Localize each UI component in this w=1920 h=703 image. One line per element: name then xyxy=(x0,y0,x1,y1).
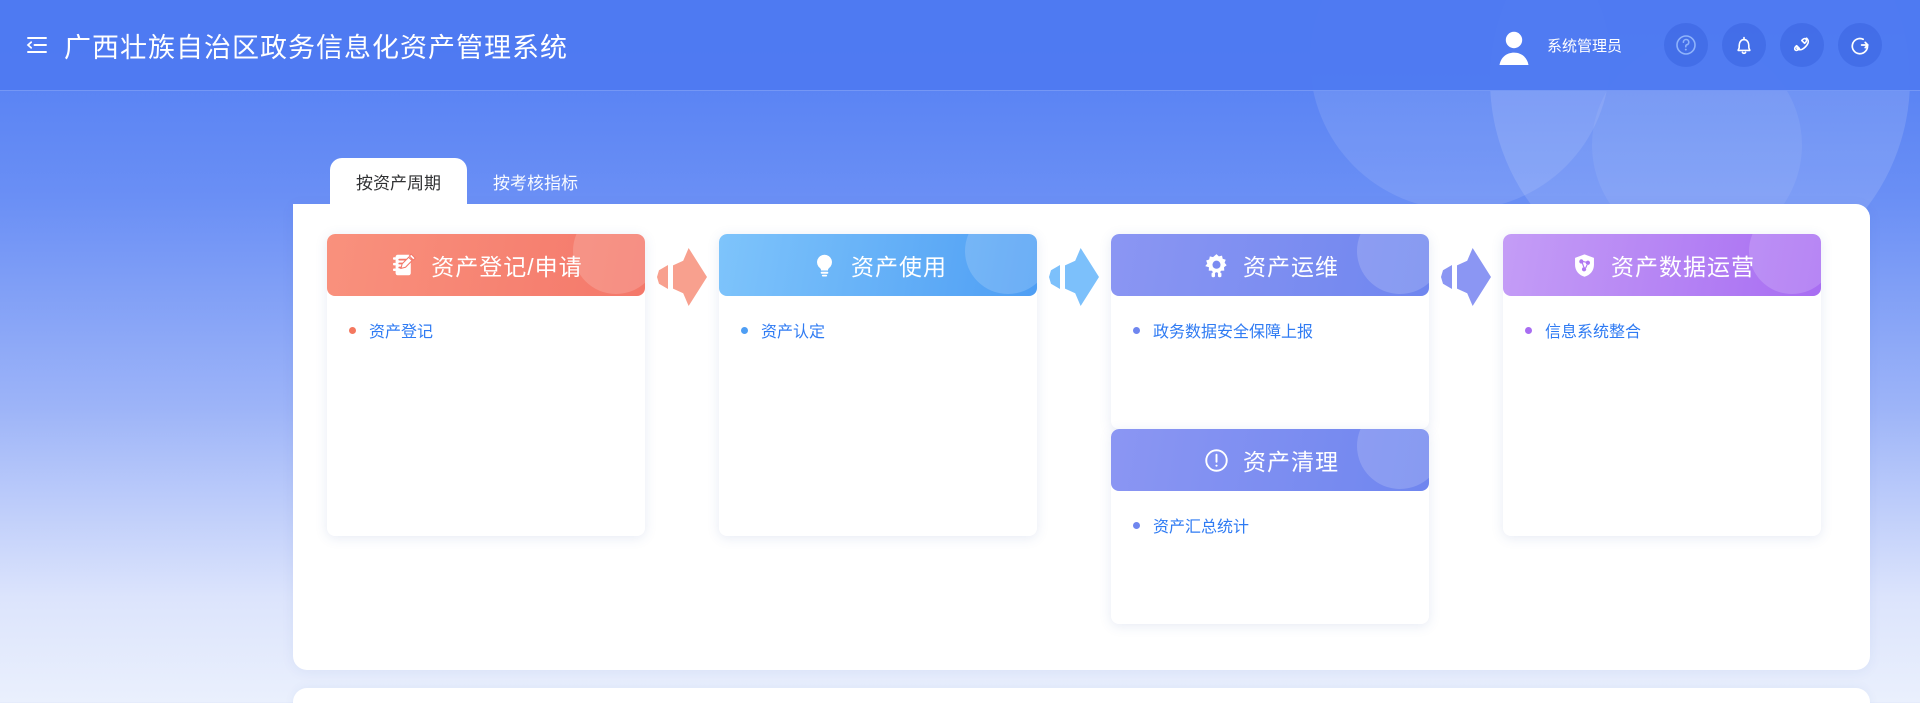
stage-column-2: 资产使用资产认定 xyxy=(719,234,1037,536)
stage-card-title: 资产登记/申请 xyxy=(431,254,583,280)
stage-card-body: 资产汇总统计 xyxy=(1111,491,1429,624)
lightbulb-icon xyxy=(809,250,839,280)
arrow-head-icon xyxy=(673,248,707,306)
flow-columns: 资产登记/申请资产登记资产使用资产认定资产运维政务数据安全保障上报资产清理资产汇… xyxy=(327,234,1836,624)
menu-link-label: 资产认定 xyxy=(761,324,826,341)
arrow-head-icon xyxy=(1457,248,1491,306)
bullet-dot-icon xyxy=(1525,326,1532,334)
stage-column-1: 资产登记/申请资产登记 xyxy=(327,234,645,536)
arrow-tail-icon xyxy=(1441,265,1452,289)
stage-card-3-1: 资产运维政务数据安全保障上报 xyxy=(1111,234,1429,429)
stage-column-4: 资产数据运营信息系统整合 xyxy=(1503,234,1821,536)
bullet-dot-icon xyxy=(1133,521,1140,529)
stage-card-4-1: 资产数据运营信息系统整合 xyxy=(1503,234,1821,536)
shield-share-icon xyxy=(1569,250,1599,280)
phone-icon[interactable] xyxy=(1780,23,1824,67)
stage-card-body: 资产登记 xyxy=(327,296,645,536)
bullet-dot-icon xyxy=(1133,326,1140,334)
header-decoration-circle xyxy=(1357,429,1429,489)
menu-link-item[interactable]: 资产认定 xyxy=(719,314,1037,346)
user-block[interactable]: 系统管理员 xyxy=(1492,23,1622,67)
flow-arrow-2 xyxy=(1037,234,1111,306)
header-decoration-circle xyxy=(573,234,645,294)
notification-icon[interactable] xyxy=(1722,23,1766,67)
menu-link-label: 政务数据安全保障上报 xyxy=(1153,324,1314,341)
menu-link-item[interactable]: 资产登记 xyxy=(327,314,645,346)
arrow-tail-icon xyxy=(1049,265,1060,289)
user-avatar-icon xyxy=(1492,23,1536,67)
header-decoration-circle xyxy=(965,234,1037,294)
stage-card-2-1: 资产使用资产认定 xyxy=(719,234,1037,536)
menu-link-item[interactable]: 资产汇总统计 xyxy=(1111,509,1429,541)
asset-lifecycle-panel: 资产登记/申请资产登记资产使用资产认定资产运维政务数据安全保障上报资产清理资产汇… xyxy=(293,204,1870,670)
stage-card-title: 资产运维 xyxy=(1243,254,1339,280)
header-decoration-circle xyxy=(1357,234,1429,294)
stage-card-header[interactable]: 资产清理 xyxy=(1111,429,1429,491)
stage-card-3-2: 资产清理资产汇总统计 xyxy=(1111,429,1429,624)
bullet-dot-icon xyxy=(349,326,356,334)
bullet-dot-icon xyxy=(741,326,748,334)
logout-icon[interactable] xyxy=(1838,23,1882,67)
arrow-head-icon xyxy=(1065,248,1099,306)
menu-link-label: 资产登记 xyxy=(369,324,434,341)
stage-card-header[interactable]: 资产数据运营 xyxy=(1503,234,1821,296)
hamburger-collapse-icon[interactable] xyxy=(20,28,54,62)
stage-card-header[interactable]: 资产登记/申请 xyxy=(327,234,645,296)
header-actions: 系统管理员 xyxy=(1492,23,1882,67)
flow-arrow-1 xyxy=(645,234,719,306)
notebook-pencil-icon xyxy=(389,250,419,280)
stage-card-header[interactable]: 资产运维 xyxy=(1111,234,1429,296)
menu-link-label: 信息系统整合 xyxy=(1545,324,1642,341)
flow-arrow-3 xyxy=(1429,234,1503,306)
stage-column-3: 资产运维政务数据安全保障上报资产清理资产汇总统计 xyxy=(1111,234,1429,624)
arrow-tail-icon xyxy=(657,265,668,289)
tab-1-active[interactable]: 按资产周期 xyxy=(330,158,467,210)
stage-card-title: 资产数据运营 xyxy=(1611,254,1755,280)
tab-bar: 按资产周期 按考核指标 xyxy=(330,158,1920,210)
stage-card-body: 政务数据安全保障上报 xyxy=(1111,296,1429,429)
user-name: 系统管理员 xyxy=(1546,37,1622,55)
header-decoration-circle xyxy=(1749,234,1821,294)
stage-card-title: 资产使用 xyxy=(851,254,947,280)
stage-card-1-1: 资产登记/申请资产登记 xyxy=(327,234,645,536)
menu-link-item[interactable]: 政务数据安全保障上报 xyxy=(1111,314,1429,346)
stage-card-title: 资产清理 xyxy=(1243,449,1339,475)
menu-link-item[interactable]: 信息系统整合 xyxy=(1503,314,1821,346)
help-icon[interactable] xyxy=(1664,23,1708,67)
secondary-panel xyxy=(293,688,1870,703)
app-header: 广西壮族自治区政务信息化资产管理系统 系统管理员 xyxy=(0,0,1920,91)
stage-card-body: 信息系统整合 xyxy=(1503,296,1821,536)
tab-2[interactable]: 按考核指标 xyxy=(493,173,578,193)
exclamation-circle-icon xyxy=(1201,445,1231,475)
stage-card-body: 资产认定 xyxy=(719,296,1037,536)
menu-link-label: 资产汇总统计 xyxy=(1153,519,1250,536)
gear-icon xyxy=(1201,250,1231,280)
page-title: 广西壮族自治区政务信息化资产管理系统 xyxy=(64,32,568,63)
stage-card-header[interactable]: 资产使用 xyxy=(719,234,1037,296)
